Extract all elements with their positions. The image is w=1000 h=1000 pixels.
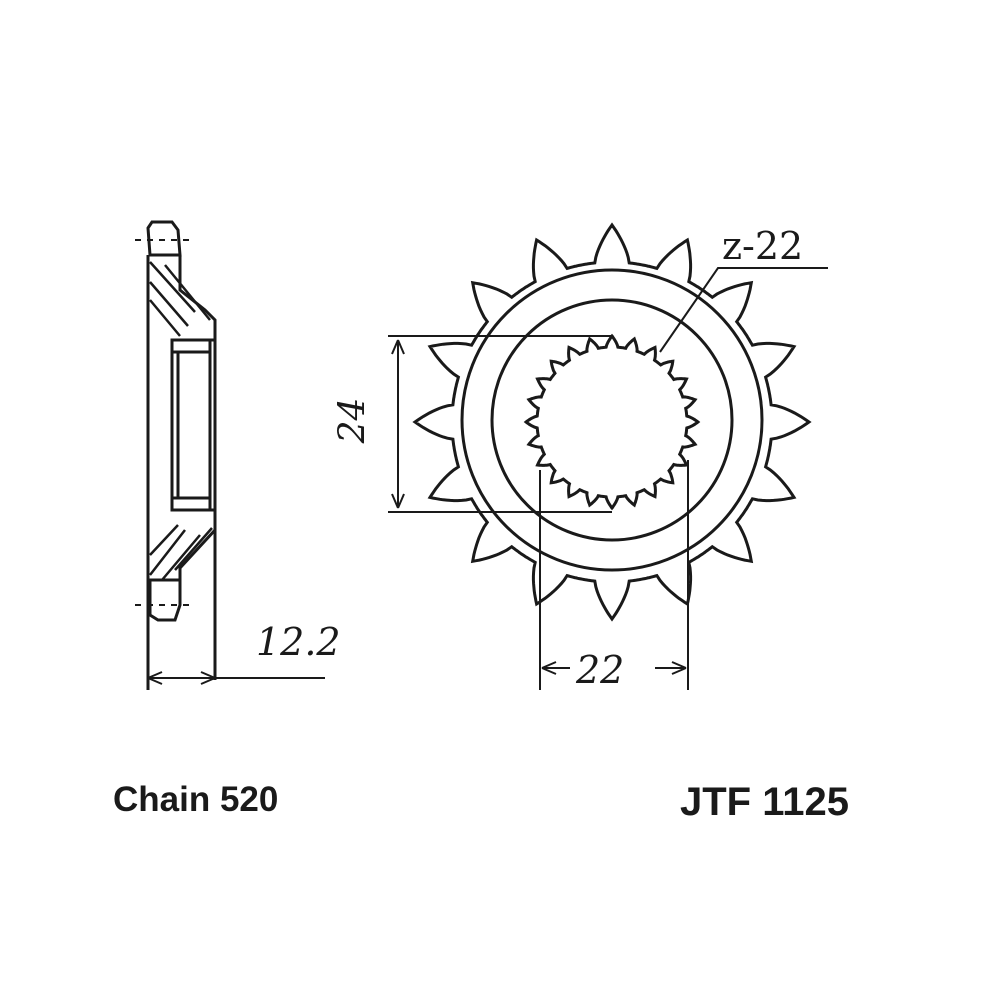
dim-22-lines [539, 460, 689, 690]
tooth-count-label: z-22 [722, 224, 804, 268]
sprocket-outline [412, 222, 812, 622]
side-view [135, 220, 325, 690]
chain-label: Chain 520 [113, 780, 279, 819]
width-dimension: 22 [576, 648, 625, 692]
thickness-dimension: 12.2 [256, 620, 341, 664]
dim-24-lines [388, 335, 612, 513]
inner-circle [490, 298, 734, 542]
spline-outline [523, 333, 701, 511]
height-dimension: 24 [332, 397, 374, 444]
front-view [388, 222, 828, 690]
outer-circle [460, 268, 764, 572]
part-number: JTF 1125 [680, 780, 850, 824]
z-leader [659, 267, 828, 353]
